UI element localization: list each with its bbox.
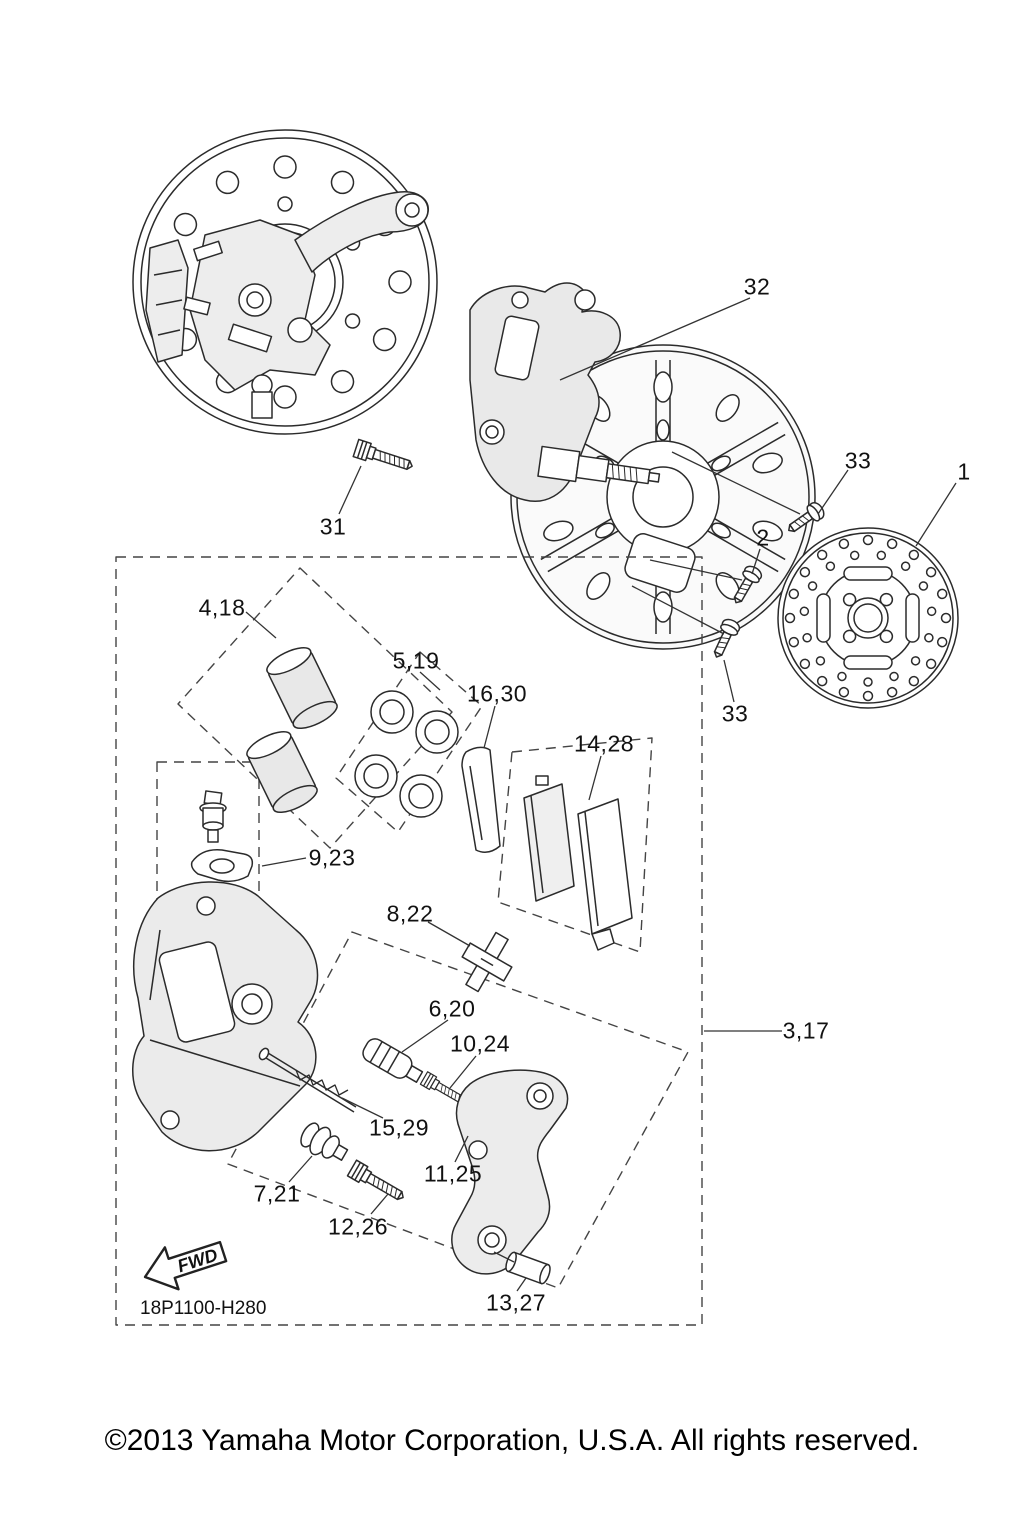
bleed-screw	[199, 790, 227, 843]
pad-shim	[461, 746, 501, 853]
caliper-pistons	[246, 647, 338, 813]
pad-pin-spring	[258, 1047, 357, 1113]
slide-pin-boot	[362, 1038, 424, 1083]
pads-box	[497, 737, 653, 953]
pad-support-spring	[461, 931, 513, 993]
knuckle-bolt-31	[352, 438, 416, 476]
piston-seals	[354, 690, 459, 818]
callout-32: 32	[743, 273, 771, 300]
callout-2: 2	[756, 524, 770, 551]
collar	[505, 1251, 551, 1285]
callout-12-26: 12,26	[327, 1213, 389, 1240]
callout-33-upper: 33	[844, 447, 872, 474]
pistons-box	[177, 567, 453, 849]
callout-31: 31	[319, 513, 347, 540]
pin-bolt-lower	[346, 1159, 409, 1207]
callout-7-21: 7,21	[253, 1180, 301, 1207]
callout-13-27: 13,27	[485, 1289, 547, 1316]
seals-box	[335, 651, 483, 833]
steering-knuckle	[469, 282, 661, 502]
callout-14-28: 14,28	[573, 730, 635, 757]
leader-lines	[245, 297, 957, 1292]
brake-disc	[777, 527, 959, 709]
spindle	[537, 445, 661, 485]
callout-5-19: 5,19	[392, 647, 440, 674]
caliper-assembly-box	[115, 556, 703, 1326]
pin-dust-boot	[300, 1122, 349, 1161]
callout-4-18: 4,18	[198, 594, 246, 621]
brake-pad-outer	[577, 798, 633, 951]
callout-1: 1	[957, 458, 971, 485]
brake-pad-inner	[523, 775, 575, 902]
callout-3-17: 3,17	[782, 1017, 830, 1044]
callout-15-29: 15,29	[368, 1114, 430, 1141]
callout-16-30: 16,30	[466, 680, 528, 707]
fwd-arrow: FWD	[143, 1240, 228, 1291]
caliper-body	[132, 881, 319, 1152]
callout-8-22: 8,22	[386, 900, 434, 927]
brake-pads	[523, 775, 633, 951]
copyright-text: ©2013 Yamaha Motor Corporation, U.S.A. A…	[104, 1424, 920, 1457]
bleed-screw-clamp	[190, 849, 254, 883]
callout-11-25: 11,25	[423, 1160, 483, 1187]
hub-knuckle-cluster	[145, 191, 429, 419]
caliper-bracket	[451, 1069, 569, 1275]
callout-10-24: 10,24	[449, 1030, 511, 1057]
callout-33-lower: 33	[721, 700, 749, 727]
front-hub-assembly	[132, 129, 438, 435]
callout-9-23: 9,23	[308, 844, 356, 871]
callout-6-20: 6,20	[428, 995, 476, 1022]
diagram-code: 18P1100-H280	[140, 1298, 267, 1319]
